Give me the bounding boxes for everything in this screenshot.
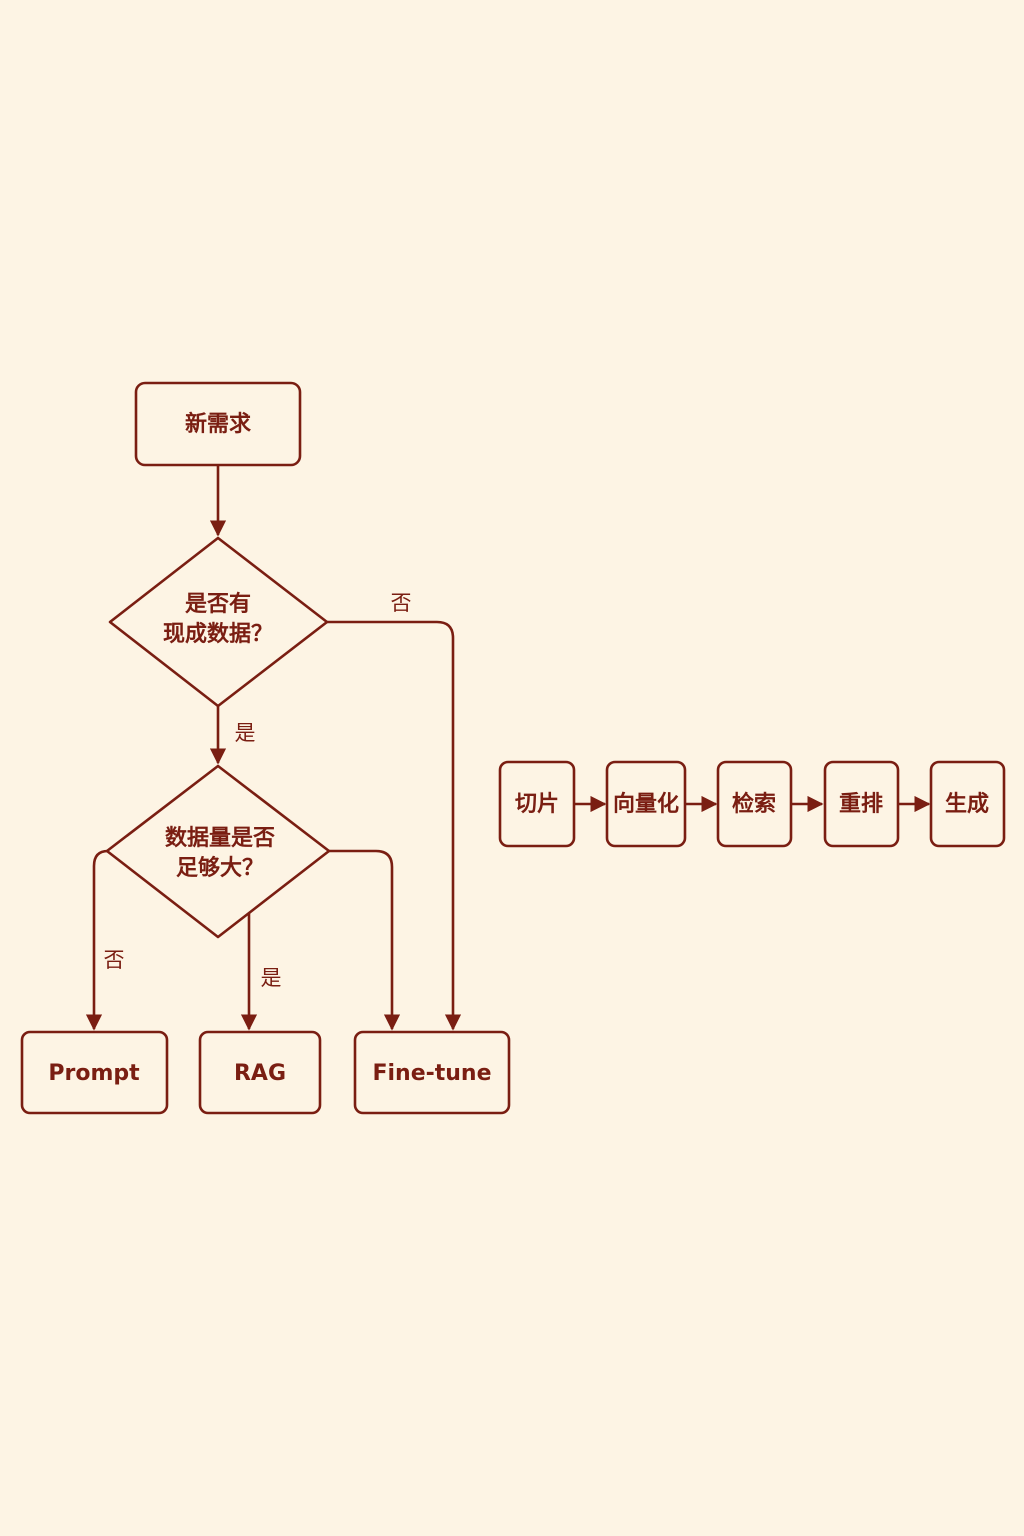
decision-data-size-line-1: 数据量是否: [165, 825, 275, 851]
decision-data-size-line-2: 足够大？: [176, 855, 264, 881]
edge-decision1-no-to-finetune: [327, 620, 462, 1031]
pipeline-step-vectorize: 向量化: [605, 760, 687, 848]
pipeline-step-generate: 生成: [929, 760, 1006, 848]
decision-has-data: 是否有 现成数据？: [108, 536, 329, 708]
edge-label-decision1-no: 否: [391, 591, 412, 615]
outcome-fine-tune: Fine-tune: [353, 1030, 511, 1115]
start-node-label: 新需求: [185, 411, 251, 437]
decision-data-size: 数据量是否 足够大？: [105, 764, 331, 939]
pipeline-step-label: 重排: [839, 792, 883, 817]
edge-decision2-to-finetune: [329, 849, 401, 1031]
edge-label-decision1-yes: 是: [235, 721, 256, 745]
pipeline-step-label: 生成: [945, 792, 989, 817]
outcome-rag: RAG: [198, 1030, 322, 1115]
pipeline-step-chunking: 切片: [498, 760, 576, 848]
pipeline-step-rerank: 重排: [823, 760, 900, 848]
start-node: 新需求: [134, 381, 302, 467]
pipeline-step-retrieve: 检索: [716, 760, 793, 848]
edge-label-decision2-no: 否: [104, 948, 125, 972]
pipeline-step-label: 切片: [515, 792, 559, 817]
decision-has-data-line-2: 现成数据？: [163, 621, 273, 647]
pipeline-step-label: 向量化: [613, 791, 679, 817]
outcome-rag-label: RAG: [234, 1061, 286, 1086]
pipeline-step-label: 检索: [732, 791, 776, 817]
outcome-fine-tune-label: Fine-tune: [372, 1061, 491, 1086]
decision-has-data-line-1: 是否有: [185, 591, 251, 617]
edge-decision2-no-to-prompt: [85, 849, 109, 1031]
edge-label-decision2-yes: 是: [261, 966, 282, 990]
outcome-prompt-label: Prompt: [48, 1061, 140, 1086]
outcome-prompt: Prompt: [20, 1030, 169, 1115]
